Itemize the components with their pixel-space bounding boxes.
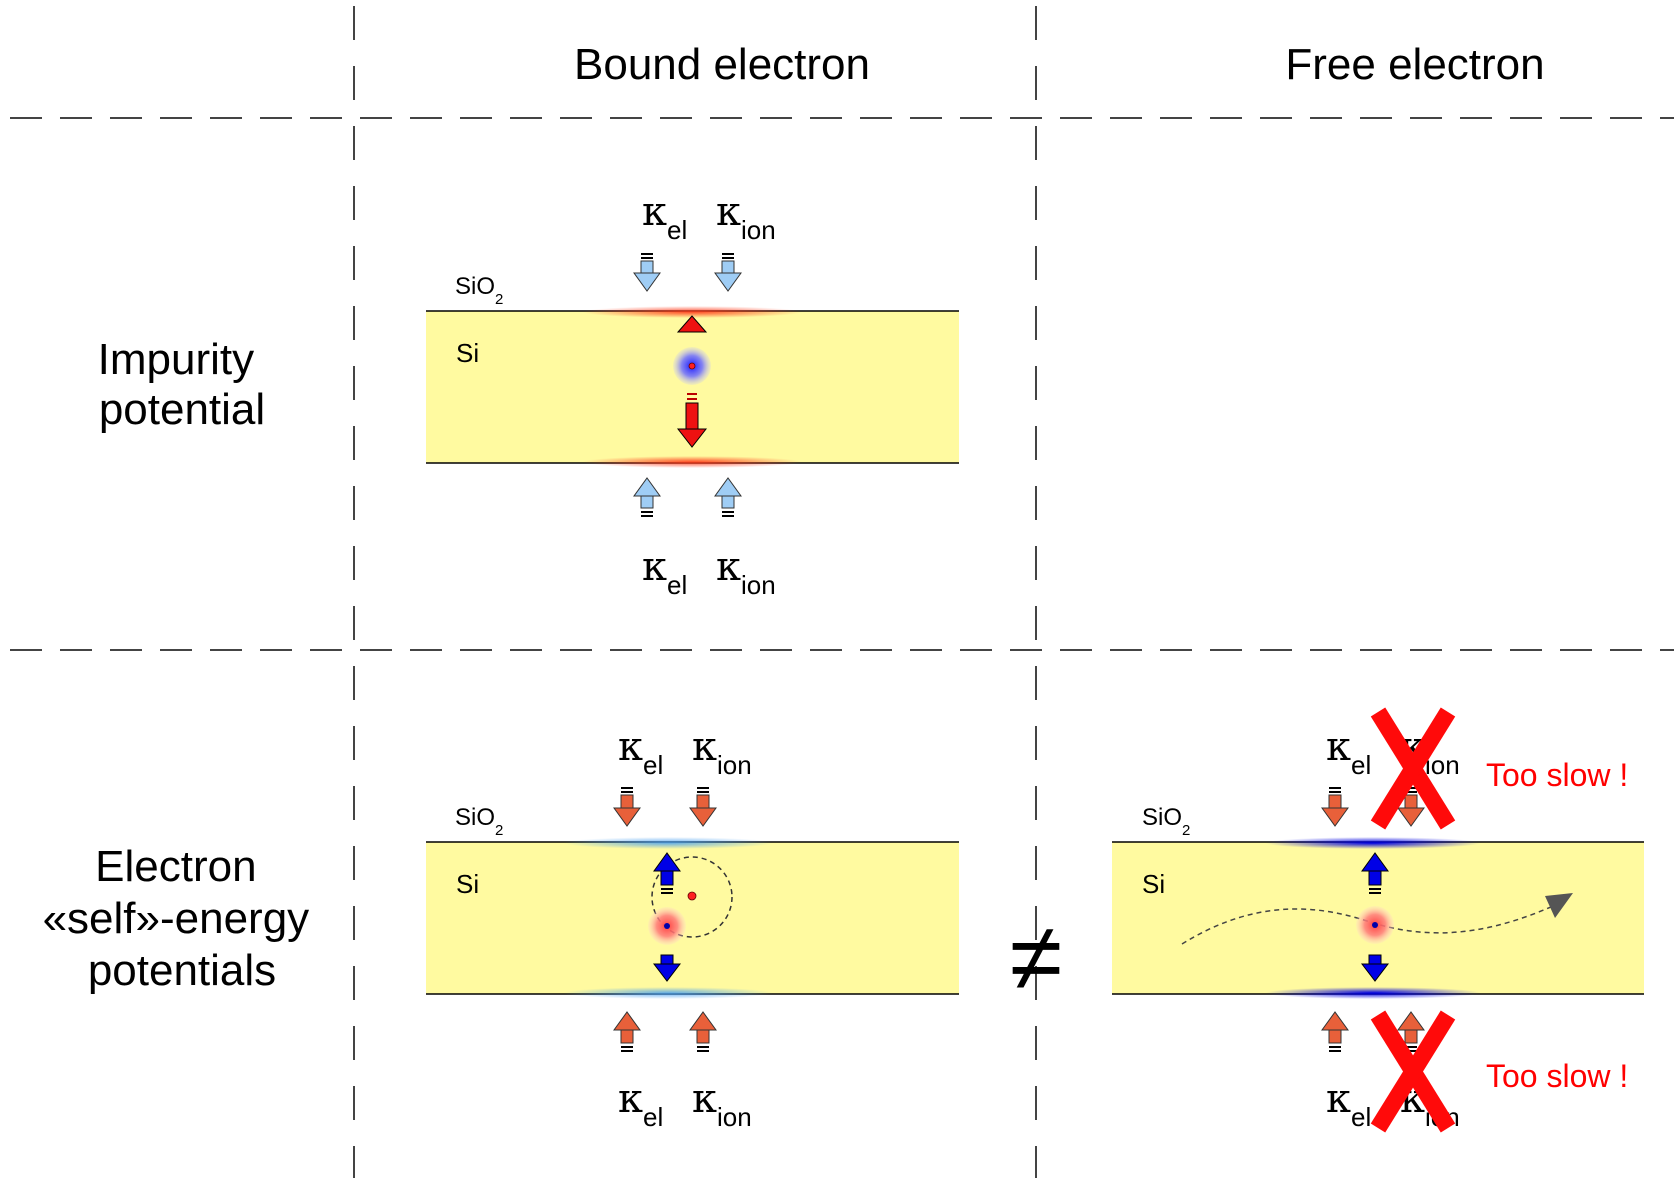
kappa-el-label-top: κel <box>618 724 663 780</box>
oxide-label: SiO2 <box>455 273 503 308</box>
oxide-label: SiO2 <box>455 804 503 839</box>
too-slow-label-top: Too slow ! <box>1486 757 1628 793</box>
kappa-el-label-bottom: κel <box>642 544 687 600</box>
panel-free-self-energy: SiO2 Si <box>1112 712 1644 1132</box>
kappa-ion-label-bottom: κion <box>692 1076 752 1132</box>
kappa-ion-label-bottom: κion <box>716 544 776 600</box>
kappa-arrow-top-el <box>1322 787 1348 826</box>
oxide-label-text: SiO <box>455 804 495 831</box>
kappa-arrow-top-el <box>614 787 640 826</box>
electron-core <box>1372 922 1378 928</box>
kappa-ion-label-top: κion <box>692 724 752 780</box>
interface-charge-bottom <box>582 456 802 468</box>
panel-bound-self-energy: SiO2 Si <box>426 724 959 1132</box>
header-bound-electron: Bound electron <box>574 40 870 89</box>
kappa-arrow-top-el <box>634 253 660 291</box>
silicon-slab <box>426 842 959 994</box>
interface-charge-bottom <box>563 987 773 999</box>
row-label-self-energy: Electron «self»-energy potentials <box>43 842 322 995</box>
too-slow-label-bottom: Too slow ! <box>1486 1058 1628 1094</box>
grid <box>10 6 1674 1178</box>
interface-charge-top <box>1265 837 1481 849</box>
kappa-el-label-bottom: κel <box>618 1076 663 1132</box>
kappa-arrow-bottom-el <box>614 1012 640 1052</box>
kappa-arrow-bottom-el <box>1322 1012 1348 1052</box>
row-label-impurity-line1: Impurity <box>98 335 254 384</box>
oxide-label-sub: 2 <box>1182 822 1190 839</box>
not-equal-sign: ≠ <box>1010 904 1063 1011</box>
row-label-self-energy-line3: potentials <box>88 946 276 995</box>
impurity-core <box>689 363 695 369</box>
oxide-label-sub: 2 <box>495 291 503 308</box>
kappa-el-label-bottom: κel <box>1326 1076 1371 1132</box>
donor-ion <box>688 892 696 900</box>
row-label-impurity-line2: potential <box>99 385 265 434</box>
electron-core <box>664 923 670 929</box>
kappa-arrow-bottom-ion <box>715 478 741 517</box>
kappa-ion-label-top: κion <box>716 189 776 245</box>
silicon-label: Si <box>456 338 479 368</box>
interface-charge-bottom <box>1265 987 1481 999</box>
oxide-label-text: SiO <box>455 273 495 300</box>
silicon-label: Si <box>1142 869 1165 899</box>
row-label-self-energy-line1: Electron <box>95 842 256 891</box>
kappa-arrow-top-ion <box>715 253 741 291</box>
kappa-arrow-bottom-el <box>634 478 660 517</box>
oxide-label-sub: 2 <box>495 822 503 839</box>
kappa-arrow-top-ion <box>690 787 716 826</box>
oxide-label-text: SiO <box>1142 804 1182 831</box>
row-label-impurity: Impurity potential <box>98 335 267 434</box>
silicon-label: Si <box>456 869 479 899</box>
oxide-label: SiO2 <box>1142 804 1190 839</box>
interface-charge-top <box>563 837 773 849</box>
row-label-self-energy-line2: «self»-energy <box>43 894 310 943</box>
panel-bound-impurity: SiO2 Si <box>426 189 959 600</box>
kappa-el-label-top: κel <box>1326 724 1371 780</box>
kappa-arrow-bottom-ion <box>690 1012 716 1052</box>
header-free-electron: Free electron <box>1285 40 1544 89</box>
kappa-el-label-top: κel <box>642 189 687 245</box>
